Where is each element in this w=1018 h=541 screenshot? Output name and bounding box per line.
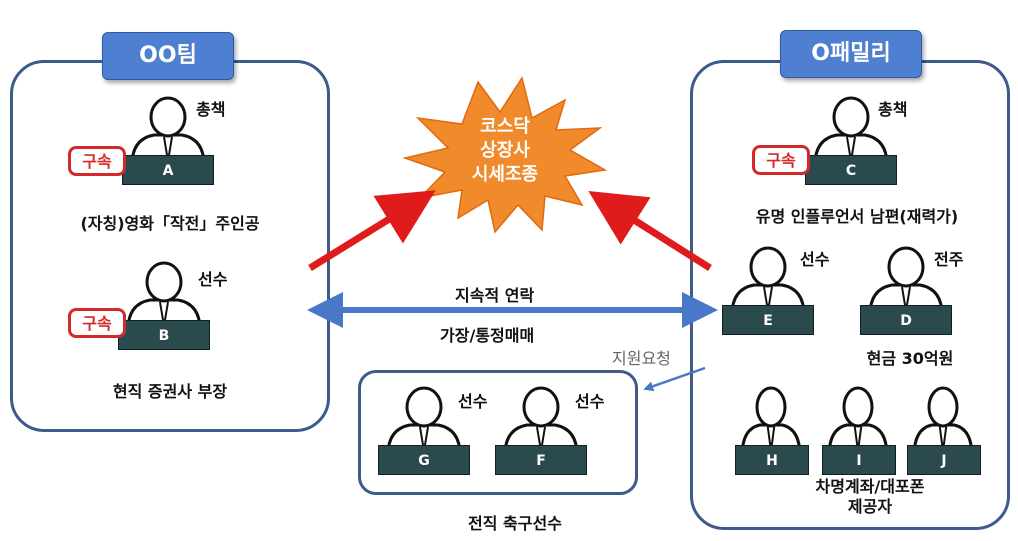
- role-c: 총책: [878, 100, 908, 119]
- red-arrow-left: [308, 190, 436, 271]
- arrest-badge-c: 구속: [752, 145, 810, 175]
- red-arrow-right: [588, 191, 712, 271]
- person-c: C: [805, 95, 905, 185]
- burst-line-3: 시세조종: [471, 164, 539, 185]
- burst-line-2: 상장사: [480, 140, 530, 161]
- caption-b: 현직 증권사 부장: [112, 382, 228, 401]
- support-request-arrow: [643, 366, 706, 392]
- o-family-title: O패밀리: [780, 30, 922, 78]
- person-j: J: [907, 385, 987, 475]
- arrest-badge-b: 구속: [68, 308, 126, 338]
- tag-j: J: [907, 445, 981, 475]
- tag-a: A: [122, 155, 214, 185]
- person-f: F: [495, 385, 595, 475]
- person-h: H: [735, 385, 815, 475]
- role-a: 총책: [196, 100, 226, 119]
- role-e: 선수: [800, 250, 830, 269]
- person-d: D: [860, 245, 960, 335]
- tag-i: I: [822, 445, 896, 475]
- support-request-label: 지원요청: [612, 349, 671, 368]
- person-i: I: [822, 385, 902, 475]
- caption-d: 현금 30억원: [866, 349, 954, 368]
- tag-e: E: [722, 305, 814, 335]
- caption-hij-line-1: 차명계좌/대포폰: [815, 477, 925, 496]
- tag-f: F: [495, 445, 587, 475]
- person-e: E: [722, 245, 822, 335]
- caption-hij-line-2: 제공자: [847, 497, 893, 516]
- role-d: 전주: [934, 250, 964, 269]
- tag-d: D: [860, 305, 952, 335]
- person-a: A: [122, 95, 222, 185]
- role-b: 선수: [198, 270, 228, 289]
- oo-team-title: OO팀: [102, 32, 234, 80]
- caption-a: (자칭)영화「작전」주인공: [80, 214, 260, 233]
- tag-b: B: [118, 320, 210, 350]
- burst-label: 코스닥 상장사 시세조종: [455, 115, 555, 187]
- caption-c: 유명 인플루언서 남편(재력가): [755, 207, 959, 226]
- tag-c: C: [805, 155, 897, 185]
- person-g: G: [378, 385, 478, 475]
- person-b: B: [118, 260, 218, 350]
- manipulation-burst: [402, 76, 608, 234]
- caption-fg: 전직 축구선수: [468, 514, 562, 533]
- burst-line-1: 코스닥: [480, 116, 530, 137]
- role-f: 선수: [575, 392, 605, 411]
- tag-h: H: [735, 445, 809, 475]
- tag-g: G: [378, 445, 470, 475]
- contact-bottom-label: 가장/통정매매: [440, 326, 535, 345]
- role-g: 선수: [458, 392, 488, 411]
- contact-top-label: 지속적 연락: [455, 286, 535, 305]
- arrest-badge-a: 구속: [68, 146, 126, 176]
- caption-hij: 차명계좌/대포폰 제공자: [760, 477, 980, 517]
